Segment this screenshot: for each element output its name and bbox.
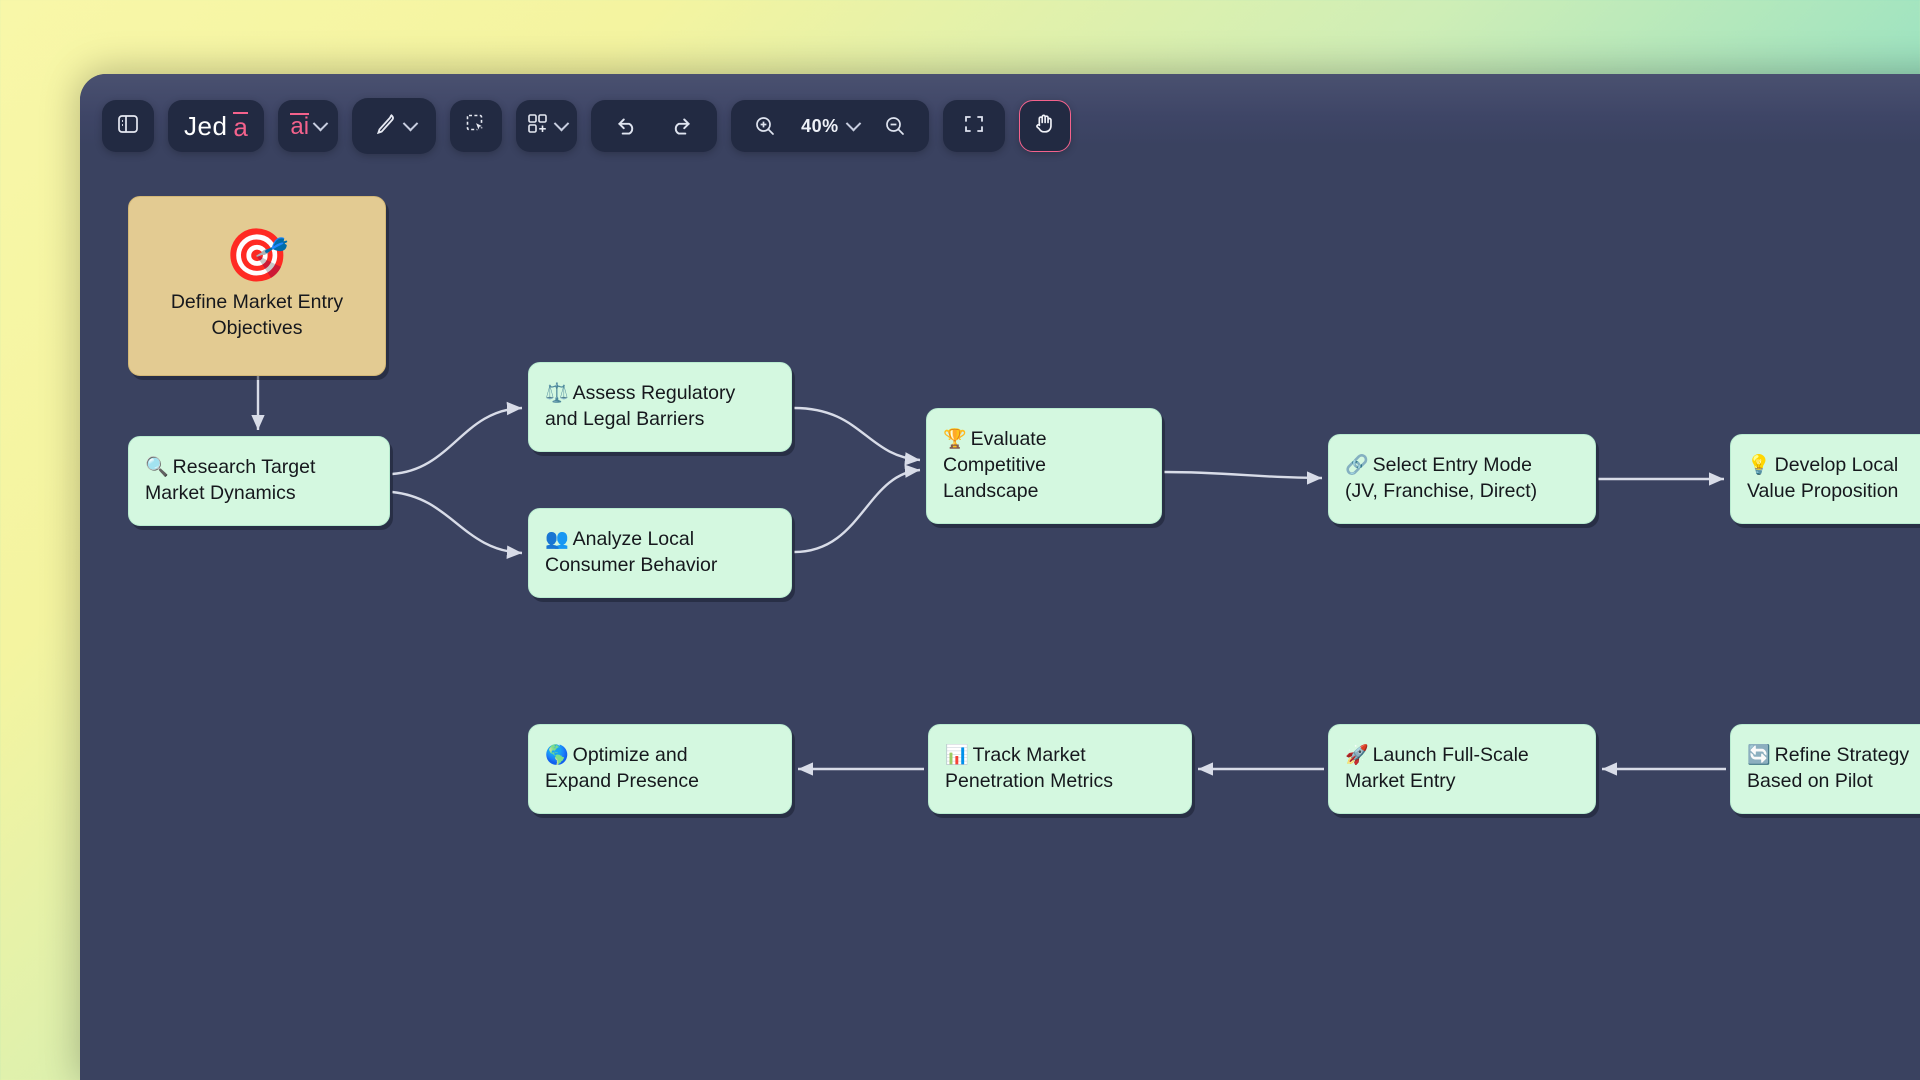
panel-left-icon (116, 112, 140, 141)
flow-node[interactable]: 🚀Launch Full-Scale Market Entry (1328, 724, 1596, 814)
flow-edges (251, 376, 1726, 776)
zoom-out-button[interactable] (873, 104, 917, 148)
trophy-emoji: 🏆 (943, 429, 967, 451)
flow-node-label: 💡Develop Local Value Proposition (1747, 454, 1899, 502)
select-tool-button[interactable] (450, 100, 503, 152)
add-shape-icon (526, 112, 550, 141)
flow-node[interactable]: 👥Analyze Local Consumer Behavior (528, 508, 792, 598)
flow-node-label: 🔄Refine Strategy Based on Pilot (1747, 744, 1910, 792)
lightbulb-emoji: 💡 (1747, 455, 1771, 477)
pen-tool-button[interactable] (352, 98, 437, 154)
marquee-select-icon (464, 112, 488, 141)
ai-menu-button[interactable]: ai (278, 100, 339, 152)
link-emoji: 🔗 (1345, 455, 1369, 477)
redo-button[interactable] (659, 104, 703, 148)
hand-tool-button[interactable] (1018, 100, 1071, 152)
history-button-group (591, 100, 718, 152)
pen-icon (373, 111, 399, 142)
bar-chart-emoji: 📊 (945, 745, 969, 767)
flow-node-label: 👥Analyze Local Consumer Behavior (545, 528, 718, 576)
hand-icon (1032, 111, 1057, 141)
undo-button[interactable] (605, 104, 649, 148)
chevron-down-icon (845, 115, 861, 131)
flow-node[interactable]: 🌎Optimize and Expand Presence (528, 724, 792, 814)
zoom-in-button[interactable] (743, 104, 787, 148)
flow-node[interactable]: 🎯 Define Market Entry Objectives (128, 196, 386, 376)
chevron-down-icon (312, 115, 329, 131)
flow-node[interactable]: 🔄Refine Strategy Based on Pilot (1730, 724, 1920, 814)
flow-node[interactable]: 🏆Evaluate Competitive Landscape (926, 408, 1162, 524)
zoom-level-dropdown[interactable]: 40% (793, 104, 867, 148)
sidebar-toggle-button[interactable] (102, 100, 154, 152)
flow-node[interactable]: 📊Track Market Penetration Metrics (928, 724, 1192, 814)
flow-node[interactable]: 🔍Research Target Market Dynamics (128, 436, 390, 526)
flow-node-label: 🔍Research Target Market Dynamics (145, 456, 316, 504)
scales-emoji: ⚖️ (545, 383, 569, 405)
ai-letter-a: ai (290, 113, 310, 140)
add-shape-button[interactable] (516, 100, 578, 152)
globe-emoji: 🌎 (545, 745, 569, 767)
people-emoji: 👥 (545, 529, 569, 551)
logo-main-text: Jed (184, 110, 228, 141)
flow-node-label: 🌎Optimize and Expand Presence (545, 744, 699, 792)
zoom-level-label: 40% (801, 115, 839, 136)
chevron-down-icon (553, 115, 570, 131)
rocket-emoji: 🚀 (1345, 745, 1369, 767)
flow-node-label: ⚖️Assess Regulatory and Legal Barriers (545, 382, 736, 430)
refresh-emoji: 🔄 (1747, 745, 1771, 767)
chevron-down-icon (402, 115, 418, 131)
zoom-control-group: 40% (731, 100, 929, 152)
flow-node[interactable]: 🔗Select Entry Mode (JV, Franchise, Direc… (1328, 434, 1596, 524)
fit-screen-icon (962, 112, 986, 141)
flow-node[interactable]: ⚖️Assess Regulatory and Legal Barriers (528, 362, 792, 452)
flow-node[interactable]: 💡Develop Local Value Proposition (1730, 434, 1920, 524)
target-emoji: 🎯 (224, 227, 290, 286)
app-window: 🎯 Define Market Entry Objectives 🔍Research… (80, 74, 1920, 1080)
canvas-area[interactable]: 🎯 Define Market Entry Objectives 🔍Research… (80, 74, 1920, 1080)
flow-node-label: 🚀Launch Full-Scale Market Entry (1345, 744, 1529, 792)
fit-screen-button[interactable] (942, 100, 1005, 152)
logo-accent-letter: a (233, 112, 249, 142)
flow-node-label: Define Market Entry Objectives (170, 291, 344, 339)
flow-node-label: 🏆Evaluate Competitive Landscape (943, 428, 1047, 502)
flow-node-label: 📊Track Market Penetration Metrics (945, 744, 1113, 792)
magnifier-emoji: 🔍 (145, 457, 169, 479)
flow-node-label: 🔗Select Entry Mode (JV, Franchise, Direc… (1345, 454, 1538, 502)
